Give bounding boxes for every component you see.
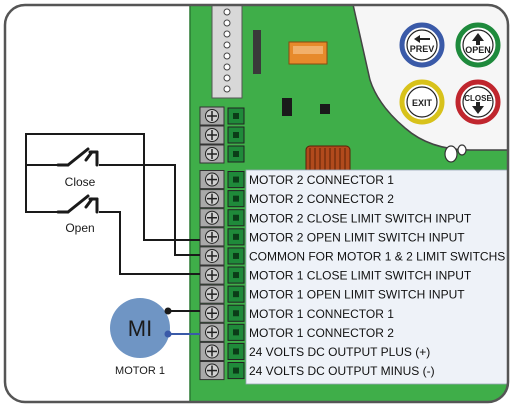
chip	[282, 98, 292, 116]
terminal-label: COMMON FOR MOTOR 1 & 2 LIMIT SWITCHS	[249, 249, 505, 263]
terminal-row: MOTOR 1 CONNECTOR 2	[199, 322, 394, 342]
close-switch	[56, 147, 99, 167]
motor-caption: MOTOR 1	[115, 365, 165, 377]
diagram-frame	[3, 3, 510, 404]
control-board: PREV OPEN EXIT CLOSE MOTOR 2 CONNECTOR 1 MOT…	[189, 5, 508, 402]
terminal-row: MOTOR 1 CONNECTOR 1	[199, 303, 394, 323]
terminal-row: 24 VOLTS DC OUTPUT MINUS (-)	[199, 361, 435, 381]
open-switch-label: Open	[65, 221, 94, 235]
terminal-label: MOTOR 1 OPEN LIMIT SWITCH INPUT	[249, 288, 465, 302]
terminal-row: MOTOR 1 CLOSE LIMIT SWITCH INPUT	[199, 265, 472, 285]
header-pin	[223, 85, 231, 93]
keypad-button-label: EXIT	[412, 98, 433, 108]
terminal-label: MOTOR 2 CONNECTOR 2	[249, 192, 394, 206]
wire-switch-common-bus	[25, 165, 60, 213]
wiring	[25, 133, 200, 312]
capacitor	[444, 144, 467, 163]
header-pin	[223, 8, 231, 16]
terminal-row: 24 VOLTS DC OUTPUT PLUS (+)	[199, 341, 430, 361]
terminal-label: 24 VOLTS DC OUTPUT MINUS (-)	[249, 364, 435, 378]
inductor-coil	[305, 145, 351, 175]
component-bar	[253, 30, 261, 74]
terminal-label: MOTOR 2 CLOSE LIMIT SWITCH INPUT	[249, 211, 472, 225]
terminal-screw-unused	[199, 144, 245, 164]
header-pin	[223, 30, 231, 38]
terminal-label: MOTOR 1 CLOSE LIMIT SWITCH INPUT	[249, 269, 472, 283]
terminal-row: MOTOR 2 CONNECTOR 2	[199, 189, 394, 209]
header-pin	[223, 52, 231, 60]
header-pin	[223, 19, 231, 27]
keypad-button-open[interactable]: OPEN	[455, 22, 501, 68]
arrow-left-icon	[414, 35, 430, 43]
terminal-row: MOTOR 1 OPEN LIMIT SWITCH INPUT	[199, 284, 465, 304]
header-pin	[223, 74, 231, 82]
motor-symbol-label: MI	[128, 316, 152, 341]
keypad-button-prev[interactable]: PREV	[399, 22, 445, 68]
motor-symbol	[110, 298, 170, 358]
keypad-button-exit[interactable]: EXIT	[399, 79, 445, 125]
terminal-row: COMMON FOR MOTOR 1 & 2 LIMIT SWITCHS	[199, 246, 505, 266]
terminal-label-panel	[245, 169, 508, 385]
keypad-button-label: OPEN	[465, 45, 491, 55]
motor-terminal-dot	[164, 330, 172, 338]
terminal-screw-unused	[199, 106, 245, 126]
wire-switch-common-close	[99, 164, 200, 256]
terminal-row: MOTOR 2 CONNECTOR 1	[199, 170, 394, 190]
terminal-label: MOTOR 2 CONNECTOR 1	[249, 173, 394, 187]
header-pin	[223, 63, 231, 71]
arrow-up-icon	[472, 33, 484, 45]
close-switch-label: Close	[65, 175, 96, 189]
terminal-row: MOTOR 2 OPEN LIMIT SWITCH INPUT	[199, 227, 465, 247]
arrow-down-icon	[472, 102, 484, 114]
motor-terminal-dot	[164, 307, 172, 315]
terminal-label: MOTOR 1 CONNECTOR 2	[249, 326, 394, 340]
terminal-label: MOTOR 2 OPEN LIMIT SWITCH INPUT	[249, 230, 465, 244]
terminal-row: MOTOR 2 CLOSE LIMIT SWITCH INPUT	[199, 208, 472, 228]
header-pin	[223, 41, 231, 49]
chip	[320, 104, 330, 114]
wire-switch-common-open	[99, 211, 200, 275]
keypad-button-close[interactable]: CLOSE	[455, 79, 501, 125]
keypad-button-label: PREV	[410, 44, 435, 54]
terminal-label: MOTOR 1 CONNECTOR 1	[249, 307, 394, 321]
wire-close-switch	[25, 133, 200, 241]
open-switch	[56, 194, 99, 214]
keypad-button-label: CLOSE	[464, 94, 492, 103]
terminal-label: 24 VOLTS DC OUTPUT PLUS (+)	[249, 345, 430, 359]
header-strip	[211, 5, 243, 99]
terminal-screw-unused	[199, 125, 245, 145]
